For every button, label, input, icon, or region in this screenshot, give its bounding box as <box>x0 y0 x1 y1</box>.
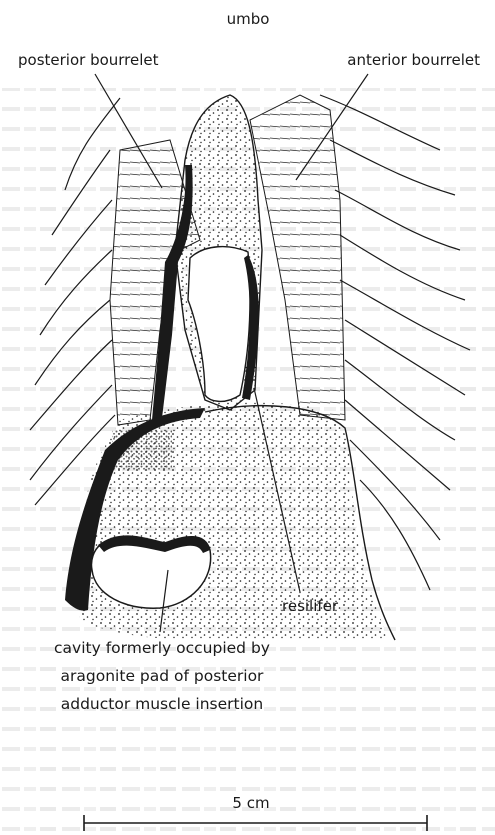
label-anterior-bourrelet: anterior bourrelet <box>347 51 480 69</box>
label-posterior-bourrelet: posterior bourrelet <box>18 51 159 69</box>
scale-bar-label: 5 cm <box>232 794 269 812</box>
label-cavity-line-1: cavity formerly occupied by <box>54 639 270 657</box>
label-umbo: umbo <box>227 10 270 28</box>
label-resilifer: resilifer <box>282 597 339 615</box>
label-cavity-line-3: adductor muscle insertion <box>61 695 263 713</box>
dense-stipple-left <box>112 430 172 470</box>
label-cavity-line-2: aragonite pad of posterior <box>61 667 265 685</box>
